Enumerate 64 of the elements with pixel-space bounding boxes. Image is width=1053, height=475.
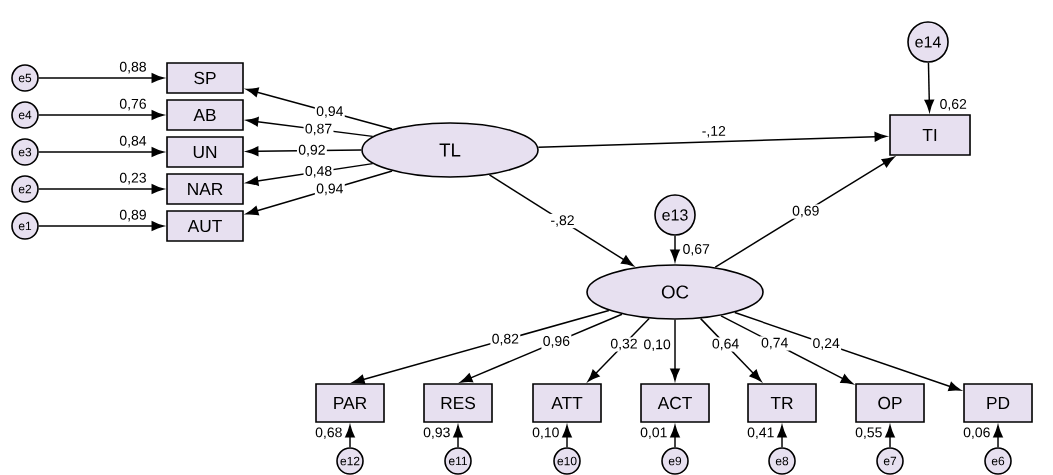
value-label: 0,06 xyxy=(961,426,992,441)
edge-label: -,12 xyxy=(700,124,728,139)
arrow xyxy=(562,425,572,448)
arrow xyxy=(38,110,164,120)
indicator-box: PD xyxy=(963,383,1033,423)
arrow xyxy=(670,425,680,448)
arrow xyxy=(587,317,650,382)
indicator-box: ACT xyxy=(640,383,710,423)
edge-label: -,82 xyxy=(549,213,576,229)
value-label: 0,55 xyxy=(853,426,884,441)
value-label: 0,23 xyxy=(118,171,148,186)
value-label: 0,88 xyxy=(118,60,148,75)
arrow xyxy=(670,319,680,381)
arrow xyxy=(38,147,164,157)
edge-label: 0,82 xyxy=(490,332,521,347)
indicator-box: TR xyxy=(747,383,817,423)
edge-label: 0,64 xyxy=(710,337,741,352)
value-label: 0,89 xyxy=(118,208,148,223)
value-label: 0,84 xyxy=(118,134,148,149)
edge-label: 0,10 xyxy=(642,338,673,353)
value-label: 0,76 xyxy=(118,97,148,112)
value-label: 0,67 xyxy=(681,242,712,257)
indicator-box: AB xyxy=(166,99,244,131)
indicator-box: AUT xyxy=(166,210,244,242)
indicator-box: RES xyxy=(423,383,493,423)
arrow xyxy=(453,425,463,448)
edge-label: 0,69 xyxy=(790,204,821,219)
arrow xyxy=(670,235,680,262)
edge-label: 0,94 xyxy=(314,104,345,120)
value-label: 0,01 xyxy=(638,426,669,441)
indicator-box: ATT xyxy=(532,383,602,423)
value-label: 0,62 xyxy=(938,97,969,112)
arrow xyxy=(38,221,164,231)
arrow xyxy=(38,73,164,83)
indicator-box: NAR xyxy=(166,173,244,205)
arrow xyxy=(699,317,762,382)
arrow xyxy=(714,156,895,268)
arrow xyxy=(345,425,355,448)
indicator-box: TI xyxy=(889,114,971,156)
value-label: 0,41 xyxy=(745,426,776,441)
edge-label: 0,96 xyxy=(541,334,572,349)
indicator-box: PAR xyxy=(315,383,385,423)
value-label: 0,68 xyxy=(313,426,344,441)
value-label: 0,93 xyxy=(421,426,452,441)
edge-label: 0,24 xyxy=(811,336,842,352)
arrow xyxy=(488,174,634,267)
edge-label: 0,48 xyxy=(303,164,334,179)
edge-label: 0,87 xyxy=(303,122,334,137)
edge-label: 0,74 xyxy=(759,336,790,351)
edge-label: 0,92 xyxy=(296,143,327,158)
value-label: 0,10 xyxy=(530,426,561,441)
edge-label: 0,94 xyxy=(314,182,345,197)
edge-label: 0,32 xyxy=(609,337,639,352)
arrow xyxy=(734,311,961,392)
arrow xyxy=(924,62,935,112)
indicator-box: OP xyxy=(855,383,925,423)
arrow xyxy=(38,184,164,194)
arrow xyxy=(537,131,887,148)
indicator-box: SP xyxy=(166,62,244,94)
arrow xyxy=(352,309,610,385)
arrow xyxy=(993,425,1003,448)
arrow xyxy=(777,425,787,448)
arrow xyxy=(885,425,895,448)
indicator-box: UN xyxy=(166,136,244,168)
